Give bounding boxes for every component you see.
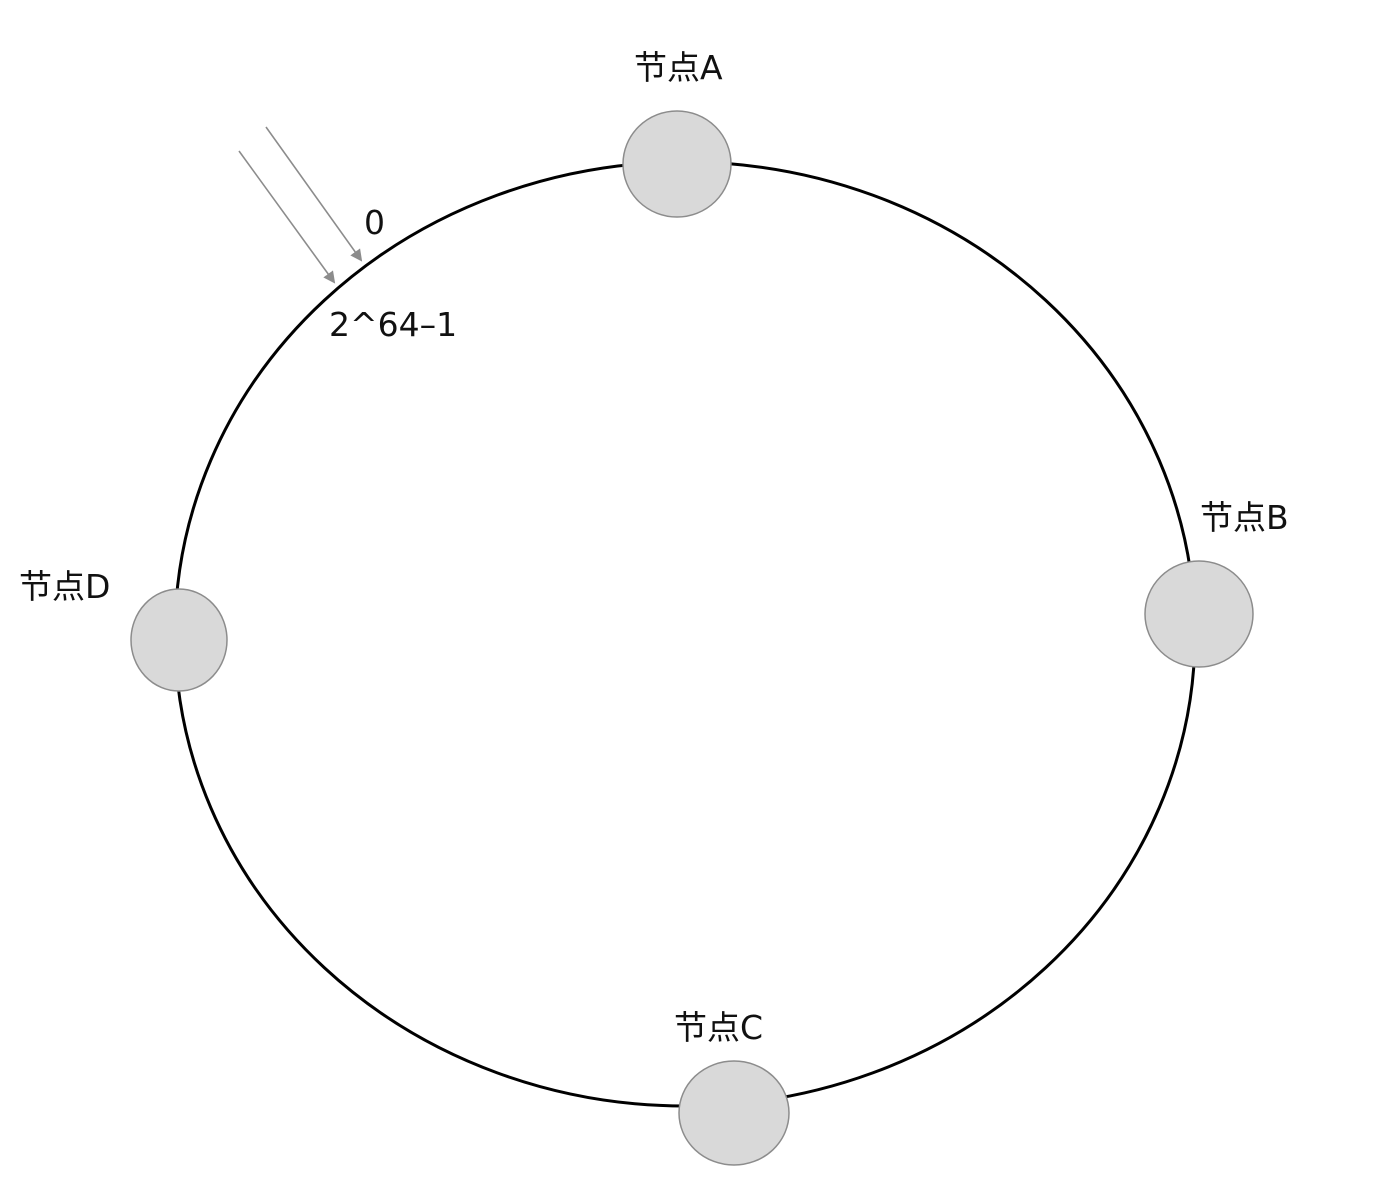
node-c: 节点C — [674, 1008, 790, 1166]
node-a-circle — [622, 110, 732, 218]
node-d: 节点D — [19, 567, 228, 692]
node-b: 节点B — [1144, 498, 1289, 668]
node-d-label: 节点D — [19, 567, 110, 606]
node-c-circle — [678, 1060, 790, 1166]
arrow-to-zero — [265, 126, 363, 262]
node-c-label: 节点C — [674, 1008, 763, 1047]
ring-end-label: 2^64–1 — [329, 305, 457, 344]
ring-start-label: 0 — [364, 203, 385, 242]
hash-ring — [173, 160, 1197, 1108]
node-a: 节点A — [622, 48, 732, 218]
node-b-label: 节点B — [1200, 498, 1289, 537]
arrow-to-max — [238, 150, 336, 284]
node-d-circle — [130, 588, 228, 692]
node-b-circle — [1144, 560, 1254, 668]
node-a-label: 节点A — [634, 48, 723, 87]
